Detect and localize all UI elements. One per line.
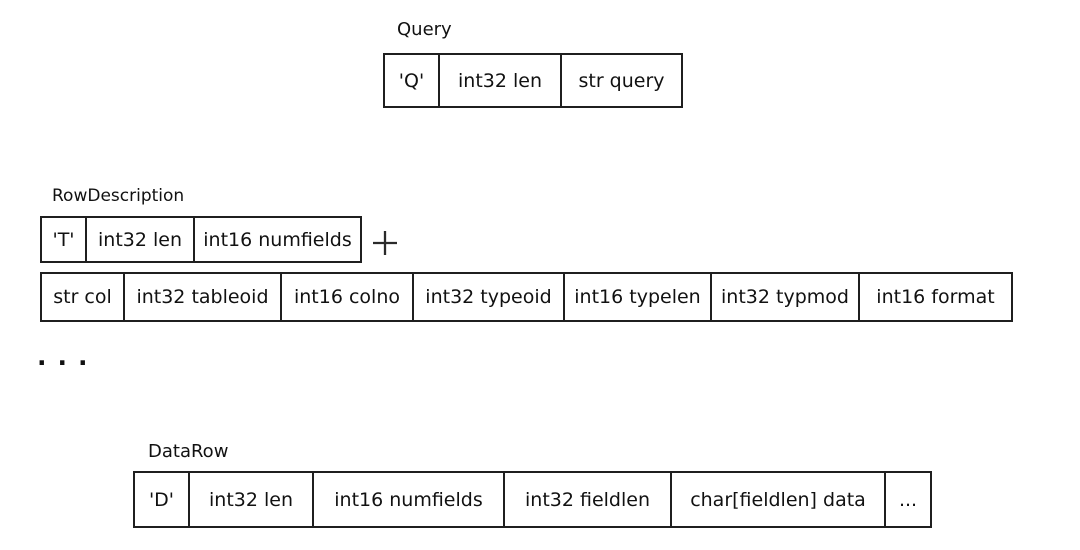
field-cell: 'D' [135, 473, 190, 526]
field-label: int32 len [209, 488, 293, 511]
field-cell: int32 len [440, 55, 562, 106]
field-label: int16 colno [293, 286, 400, 308]
field-label: int16 format [876, 286, 995, 308]
field-label: 'Q' [398, 69, 425, 92]
field-label: str query [578, 69, 665, 92]
field-cell: str col [42, 274, 125, 320]
field-cell: 'T' [42, 218, 87, 261]
field-cell: int32 typeoid [414, 274, 565, 320]
field-cell: int16 format [860, 274, 1011, 320]
field-cell: int16 numfields [195, 218, 360, 261]
field-label: 'D' [148, 488, 175, 511]
plus-icon [372, 228, 398, 262]
field-label: int32 typmod [721, 286, 849, 308]
rowdescription-field-row: str col int32 tableoid int16 colno int32 ty… [40, 272, 1013, 322]
datarow-message-row: 'D' int32 len int16 numfields int32 fieldle… [133, 471, 932, 528]
field-label: int16 numfields [203, 228, 352, 251]
field-label: int32 tableoid [136, 286, 269, 308]
field-label: int32 len [458, 69, 542, 92]
field-cell: int32 len [87, 218, 195, 261]
repeat-ellipsis: ... [37, 342, 99, 371]
field-label: int32 len [98, 228, 182, 251]
query-message-row: 'Q' int32 len str query [383, 53, 683, 108]
field-label: ... [898, 488, 918, 511]
query-title: Query [397, 19, 452, 40]
field-cell: int32 typmod [712, 274, 860, 320]
field-label: 'T' [52, 228, 75, 251]
field-cell: int32 tableoid [125, 274, 282, 320]
field-label: int16 numfields [334, 488, 483, 511]
rowdescription-header-row: 'T' int32 len int16 numfields [40, 216, 362, 263]
rowdescription-title: RowDescription [52, 186, 185, 206]
field-cell: int16 typelen [565, 274, 712, 320]
field-cell: 'Q' [385, 55, 440, 106]
field-label: str col [53, 286, 112, 308]
field-cell: int32 fieldlen [505, 473, 672, 526]
datarow-title: DataRow [148, 441, 229, 462]
field-cell: int32 len [190, 473, 314, 526]
field-cell: str query [562, 55, 681, 106]
field-cell: int16 colno [282, 274, 414, 320]
field-label: int32 typeoid [425, 286, 552, 308]
field-cell: char[fieldlen] data [672, 473, 886, 526]
field-cell: ... [886, 473, 930, 526]
field-label: int16 typelen [574, 286, 701, 308]
field-label: int32 fieldlen [525, 488, 650, 511]
field-label: char[fieldlen] data [690, 488, 866, 511]
field-cell: int16 numfields [314, 473, 505, 526]
